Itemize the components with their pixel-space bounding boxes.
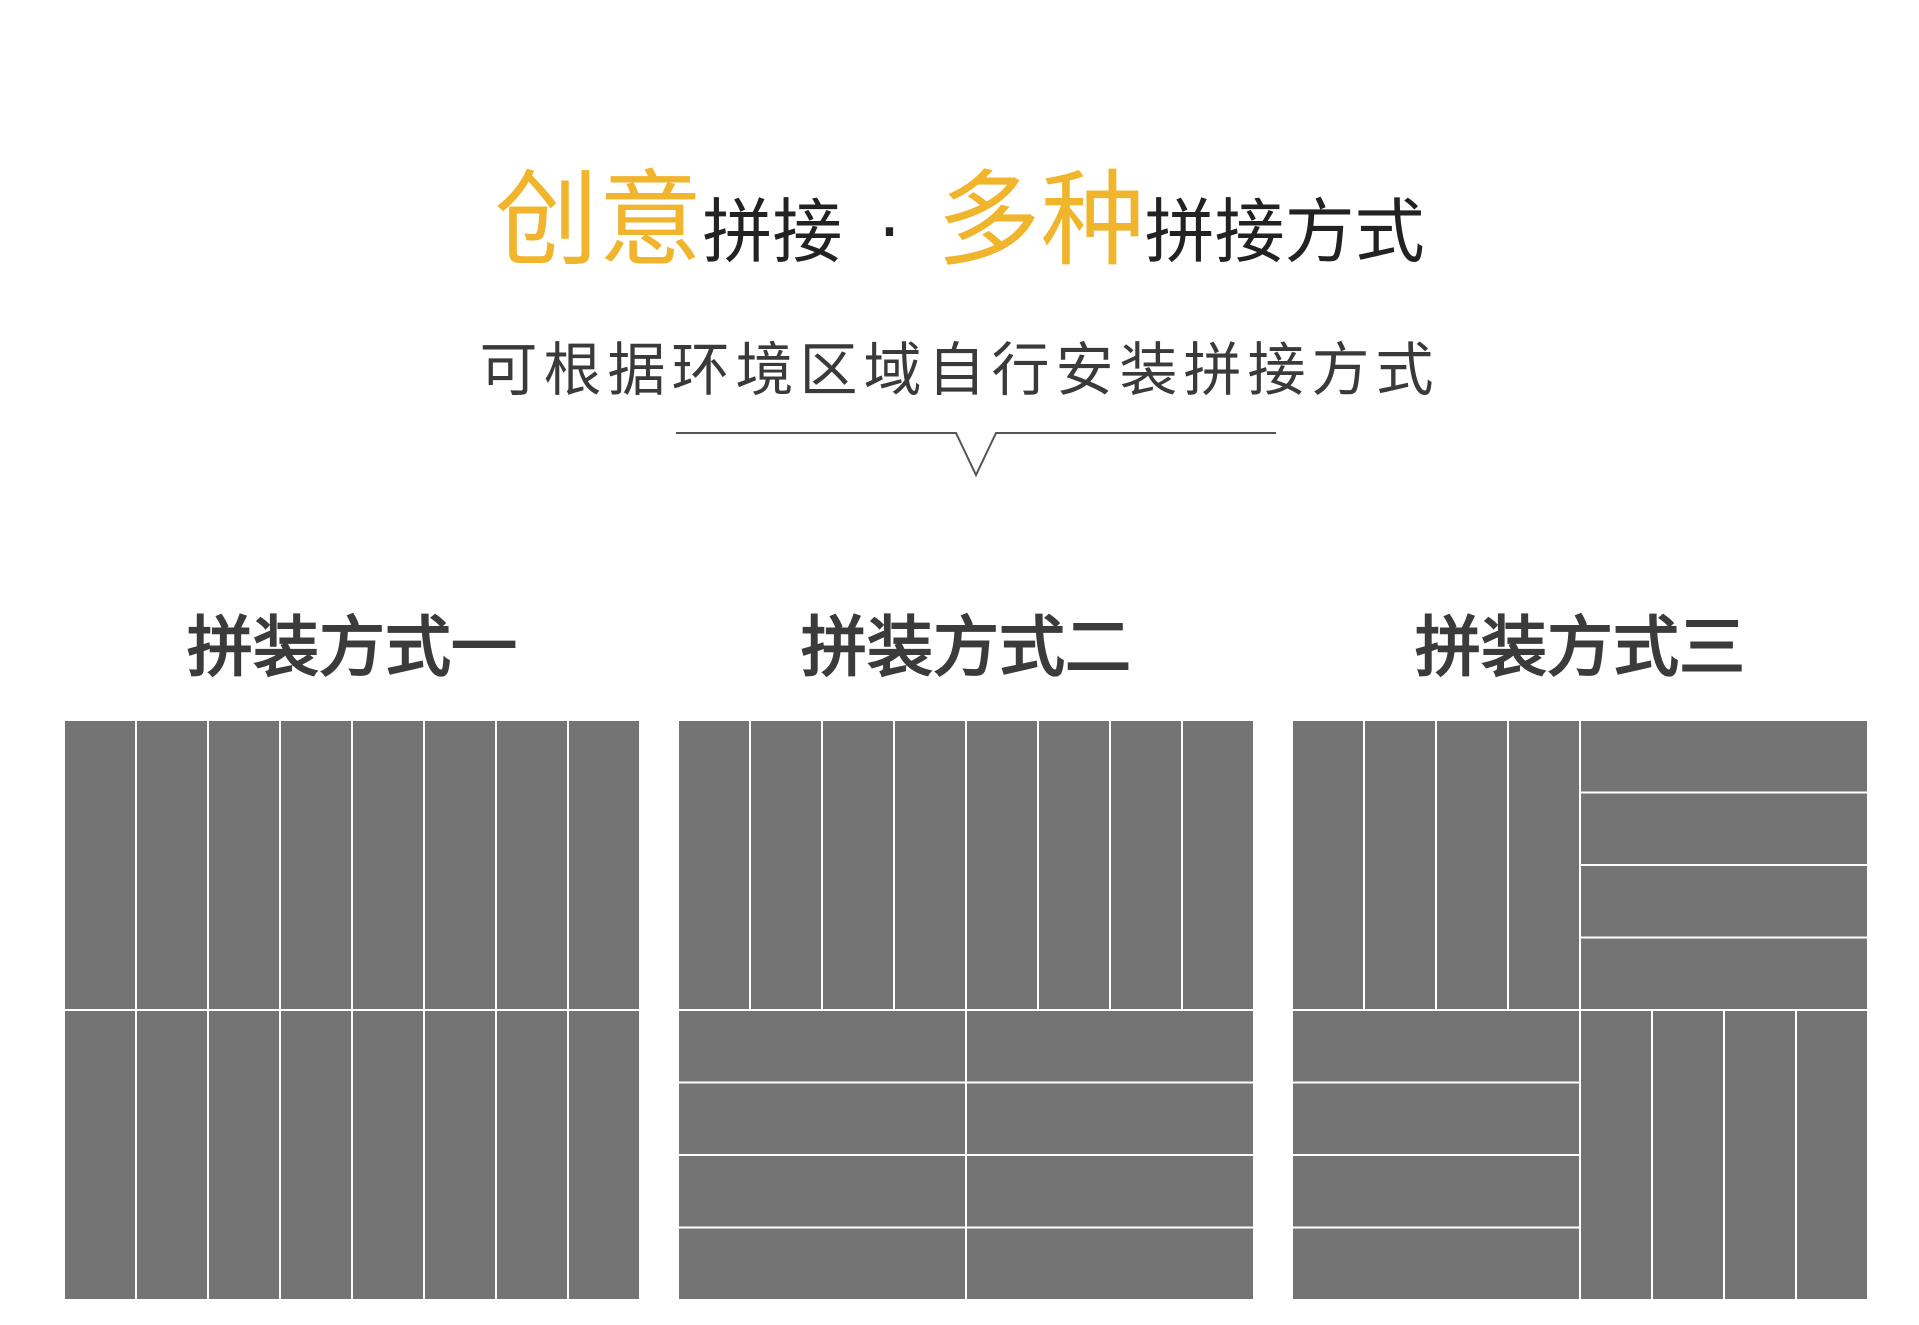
panel-title-3: 拼装方式三 <box>1415 609 1745 686</box>
floor-plank <box>1183 721 1253 1009</box>
headline-dark-1: 拼接 <box>702 191 843 273</box>
headline-dark-2: 拼接方式 <box>1144 191 1425 273</box>
pattern-panel-2 <box>679 721 1253 1299</box>
floor-plank <box>967 1156 1253 1227</box>
floor-plank <box>1437 721 1507 1009</box>
floor-plank <box>1581 1011 1651 1299</box>
floor-plank <box>1111 721 1181 1009</box>
floor-plank <box>1581 938 1867 1009</box>
floor-plank <box>679 1083 965 1154</box>
floor-plank <box>1293 1011 1579 1082</box>
floor-plank <box>823 721 893 1009</box>
floor-plank <box>281 1011 351 1299</box>
floor-plank <box>353 1011 423 1299</box>
floor-plank <box>569 721 639 1009</box>
floor-plank <box>497 721 567 1009</box>
floor-plank <box>137 1011 207 1299</box>
headline: 创意拼接 · 多种拼接方式 <box>0 160 1919 280</box>
floor-plank <box>353 721 423 1009</box>
panel-title-2: 拼装方式二 <box>801 609 1131 686</box>
floor-plank <box>1797 1011 1867 1299</box>
floor-plank <box>1725 1011 1795 1299</box>
floor-plank <box>751 721 821 1009</box>
floor-plank <box>1653 1011 1723 1299</box>
floor-plank <box>1293 721 1363 1009</box>
floor-plank <box>679 1011 965 1082</box>
floor-plank <box>967 1083 1253 1154</box>
pattern-panel-1 <box>65 721 639 1299</box>
floor-plank <box>65 1011 135 1299</box>
floor-plank <box>137 721 207 1009</box>
pattern-panel-3 <box>1293 721 1867 1299</box>
floor-plank <box>1039 721 1109 1009</box>
floor-plank <box>1365 721 1435 1009</box>
floor-plank <box>1509 721 1579 1009</box>
floor-plank <box>209 721 279 1009</box>
floor-plank <box>1581 721 1867 792</box>
headline-accent-2: 多种 <box>936 159 1145 281</box>
floor-plank <box>967 1228 1253 1299</box>
floor-plank <box>281 721 351 1009</box>
floor-plank <box>1293 1083 1579 1154</box>
floor-plank <box>1581 793 1867 864</box>
floor-plank <box>679 721 749 1009</box>
floor-plank <box>967 1011 1253 1082</box>
headline-accent-1: 创意 <box>494 159 703 281</box>
divider-chevron <box>676 432 1276 478</box>
panel-title-1: 拼装方式一 <box>187 609 517 686</box>
floor-plank <box>497 1011 567 1299</box>
floor-plank <box>209 1011 279 1299</box>
floor-plank <box>1293 1228 1579 1299</box>
floor-plank <box>895 721 965 1009</box>
floor-plank <box>1293 1156 1579 1227</box>
floor-plank <box>679 1156 965 1227</box>
floor-plank <box>967 721 1037 1009</box>
subheadline: 可根据环境区域自行安装拼接方式 <box>479 336 1440 404</box>
floor-plank <box>425 721 495 1009</box>
floor-plank <box>65 721 135 1009</box>
floor-plank <box>679 1228 965 1299</box>
floor-plank <box>1581 866 1867 937</box>
headline-separator: · <box>878 191 901 273</box>
floor-plank <box>425 1011 495 1299</box>
floor-plank <box>569 1011 639 1299</box>
